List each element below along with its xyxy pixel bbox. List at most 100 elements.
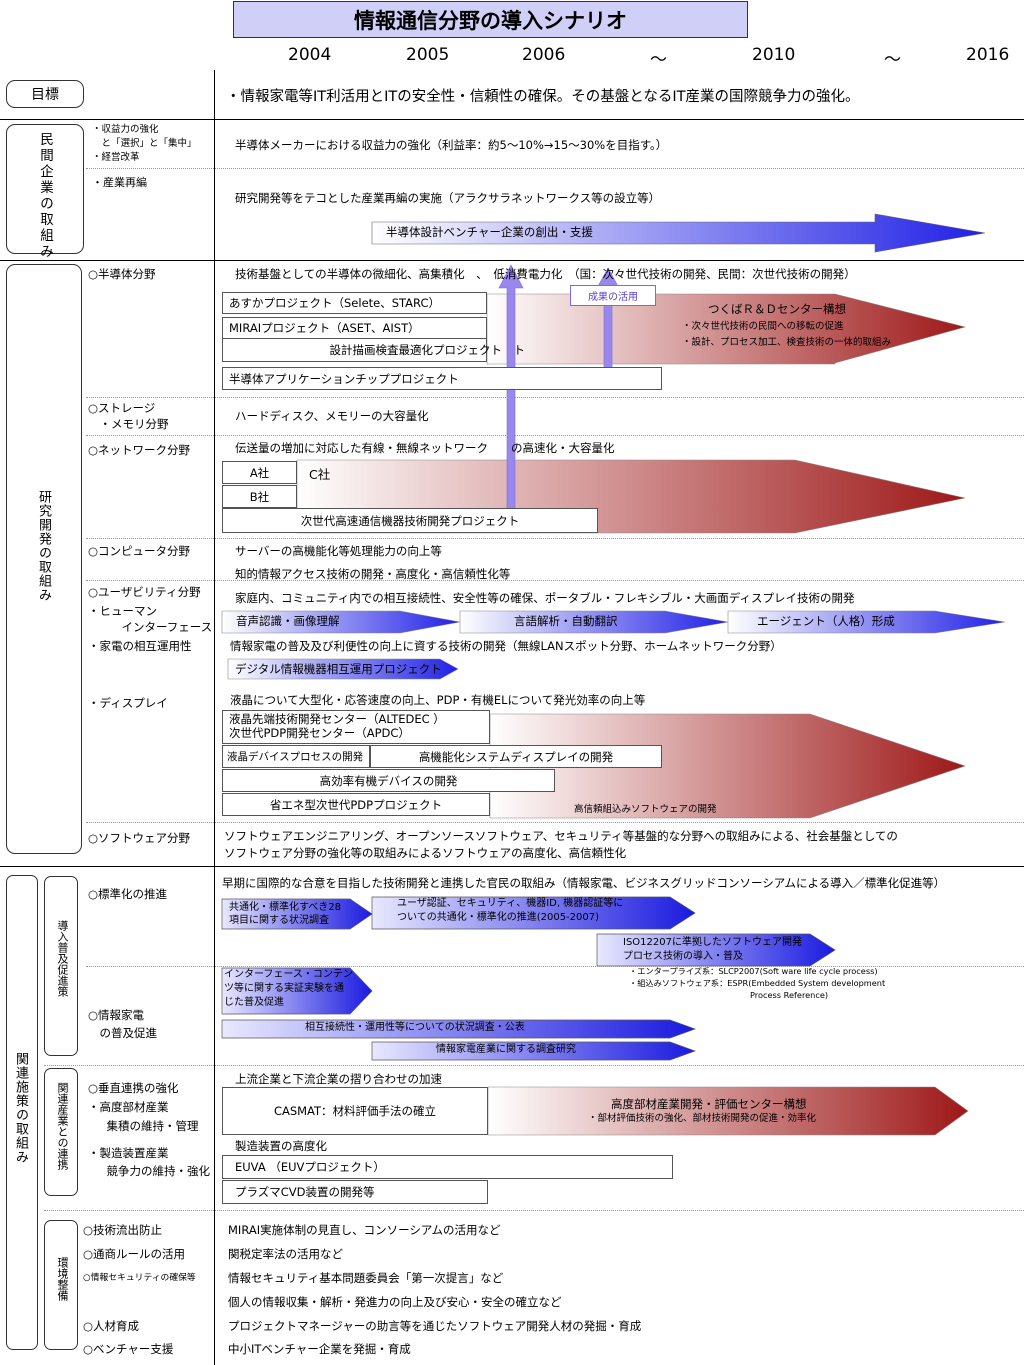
dot-7 — [86, 966, 1024, 967]
std-arrow-3-l2: プロセス技術の導入・普及 — [623, 951, 743, 962]
vert-label-2: ・高度部材産業 — [88, 1100, 169, 1114]
year-2005: 2005 — [406, 45, 450, 65]
std-arrow-2-l1: ユーザ認証、セキュリティ、機器ID, 機器認証等に — [397, 898, 624, 909]
semi-desc: 技術基盤としての半導体の微細化、高集積化 、 低消費電力化 （国：次々世代技術の… — [235, 267, 856, 281]
sub1-box — [44, 876, 78, 1056]
private-item-4: ・産業再編 — [92, 176, 147, 189]
env-label-3: ○情報セキュリティの確保等 — [83, 1273, 196, 1283]
high-func-display-label: 高機能化システムディスプレイの開発 — [418, 749, 614, 764]
sub3-title: 環境整備 — [56, 1257, 69, 1301]
pdp-label: 省エネ型次世代PDPプロジェクト — [269, 797, 443, 812]
policy-box — [6, 875, 38, 1350]
std-note-3: Process Reference) — [750, 990, 829, 1000]
goal-text: ・情報家電等IT利活用とITの安全性・信頼性の確保。その基盤となるIT産業の国際… — [226, 89, 860, 105]
private-sector-box — [6, 124, 84, 254]
high-func-display-box: 高機能化システムディスプレイの開発 — [370, 745, 662, 768]
vert-label-1: ○垂直連携の強化 — [88, 1081, 179, 1095]
dot-6 — [86, 822, 1024, 823]
research-title: 研究開発の取組み — [36, 490, 51, 602]
interface-l1: インターフェース・コンテン — [224, 969, 353, 980]
usability-label-4: ・家電の相互運用性 — [88, 639, 192, 653]
company-c: C社 — [309, 467, 331, 482]
year-tilde-1: 〜 — [650, 50, 667, 70]
env-desc-2: 関税定率法の活用など — [228, 1247, 343, 1261]
asuka-project: あすかプロジェクト（Selete、STARC） — [222, 292, 487, 314]
usability-label-2: ・ヒューマン — [88, 604, 157, 618]
semi-label: ○半導体分野 — [88, 267, 156, 281]
private-row-1: 半導体メーカーにおける収益力の強化（利益率：約5〜10%→15〜30%を目指す。… — [235, 138, 668, 152]
vert-label-5: 競争力の維持・強化 — [95, 1164, 210, 1178]
vert-label-4: ・製造装置産業 — [88, 1146, 169, 1160]
usability-desc-2: 情報家電の普及及び利便性の向上に資する技術の開発（無線LANスポット分野、ホーム… — [230, 639, 782, 653]
network-project: 次世代高速通信機器技術開発プロジェクト — [222, 508, 598, 533]
software-desc-2: ソフトウェア分野の強化等の取組みによるソフトウェアの高度化、高信頼性化 — [224, 846, 627, 860]
appl-research: 情報家電産業に関する調査研究 — [436, 1044, 576, 1055]
sub1-title: 導入普及促進策 — [56, 920, 69, 997]
software-desc-1: ソフトウェアエンジニアリング、オープンソースソフトウェア、セキュリティ等基盤的な… — [224, 829, 898, 843]
agent-formation: エージェント（人格）形成 — [757, 614, 895, 628]
env-desc-4: 個人の情報収集・解析・発進力の向上及び安心・安全の確立など — [228, 1295, 562, 1309]
apdc-label: 次世代PDP開発センター（APDC） — [229, 726, 410, 740]
lcd-process-label: 液晶デバイスプロセスの開発 — [227, 751, 364, 763]
digital-arrow — [227, 658, 459, 680]
vert-label-3: 集積の維持・管理 — [95, 1119, 199, 1133]
std-arrow-1-l1: 共通化・標準化すべき28 — [229, 902, 342, 913]
pdp-box: 省エネ型次世代PDPプロジェクト — [222, 793, 490, 816]
venture-arrow — [371, 213, 986, 253]
env-label-6: ○ベンチャー支援 — [83, 1342, 174, 1356]
plasma-box: プラズマCVD装置の開発等 — [222, 1180, 488, 1204]
speech-recognition: 音声認識・画像理解 — [236, 614, 340, 628]
network-label: ○ネットワーク分野 — [88, 443, 191, 457]
company-a: A社 — [222, 461, 297, 484]
tsukuba-note-2: ・設計、プロセス加工、検査技術の一体的取組み — [682, 337, 892, 348]
casmat-box: CASMAT：材料評価手法の確立 — [222, 1087, 488, 1135]
lcd-process-box: 液晶デバイスプロセスの開発 — [222, 745, 370, 768]
tsukuba-note-1: ・次々世代技術の民間への移転の促進 — [682, 321, 844, 332]
network-project-label: 次世代高速通信機器技術開発プロジェクト — [300, 513, 520, 528]
storage-label-1: ○ストレージ — [88, 401, 156, 415]
company-a-label: A社 — [249, 465, 270, 480]
rule-research — [0, 866, 1024, 867]
software-label: ○ソフトウェア分野 — [88, 831, 191, 845]
usability-label-1: ○ユーザビリティ分野 — [88, 585, 201, 599]
page-title: 情報通信分野の導入シナリオ — [354, 8, 627, 33]
year-2006: 2006 — [522, 45, 566, 65]
private-item-1: ・収益力の強化 — [92, 124, 159, 135]
page-title-box: 情報通信分野の導入シナリオ — [233, 1, 748, 38]
design-inspection-project: 設計描画検査最適化プロジェクト ト — [222, 339, 525, 362]
env-label-1: ○技術流出防止 — [83, 1223, 163, 1237]
sub3-box — [44, 1220, 78, 1350]
private-item-2: と「選択」と「集中」 — [92, 138, 197, 149]
env-label-5: ○人材育成 — [83, 1319, 140, 1333]
dot-3 — [86, 435, 1024, 436]
plasma-label: プラズマCVD装置の開発等 — [235, 1185, 375, 1199]
sub2-box — [44, 1068, 78, 1196]
euva-label: EUVA （EUVプロジェクト） — [235, 1160, 385, 1174]
altedec-label: 液晶先端技術開発センター（ALTEDEC ） — [229, 712, 445, 727]
storage-label-2: ・メモリ分野 — [88, 417, 169, 431]
materials-center: 高度部材産業開発・評価センター構想 — [611, 1097, 807, 1111]
display-desc: 液晶について大型化・応答速度の向上、PDP・有機ELについて発光効率の向上等 — [230, 693, 646, 707]
tsukuba-center: つくばＲ＆Ｄセンター構想 — [708, 302, 846, 316]
appchip-project-label: 半導体アプリケーションチッププロジェクト — [229, 371, 459, 386]
year-2016: 2016 — [966, 45, 1010, 65]
rule-goal — [0, 119, 1024, 120]
appl-arrow-2 — [221, 1019, 697, 1039]
mfg-desc: 製造装置の高度化 — [235, 1139, 327, 1153]
env-desc-5: プロジェクトマネージャーの助言等を通じたソフトウェア開発人材の発掘・育成 — [228, 1319, 642, 1333]
agent-arrow — [727, 610, 1006, 634]
private-item-3: ・経営改革 — [92, 152, 140, 163]
dot-9 — [44, 1210, 1024, 1211]
mirai-project: MIRAIプロジェクト（ASET、AIST） — [222, 317, 487, 339]
year-tilde-2: 〜 — [884, 50, 901, 70]
results-label: 成果の活用 — [588, 292, 638, 303]
language-arrow — [459, 610, 729, 634]
storage-desc: ハードディスク、メモリーの大容量化 — [235, 409, 429, 423]
rule-private — [0, 260, 1024, 261]
dot-5 — [86, 580, 1024, 581]
interface-l3: じた普及促進 — [224, 997, 284, 1008]
materials-center-arrow — [487, 1086, 969, 1136]
interop-survey: 相互接続性・運用性等についての状況調査・公表 — [305, 1022, 525, 1033]
results-arrow-1 — [498, 264, 524, 521]
